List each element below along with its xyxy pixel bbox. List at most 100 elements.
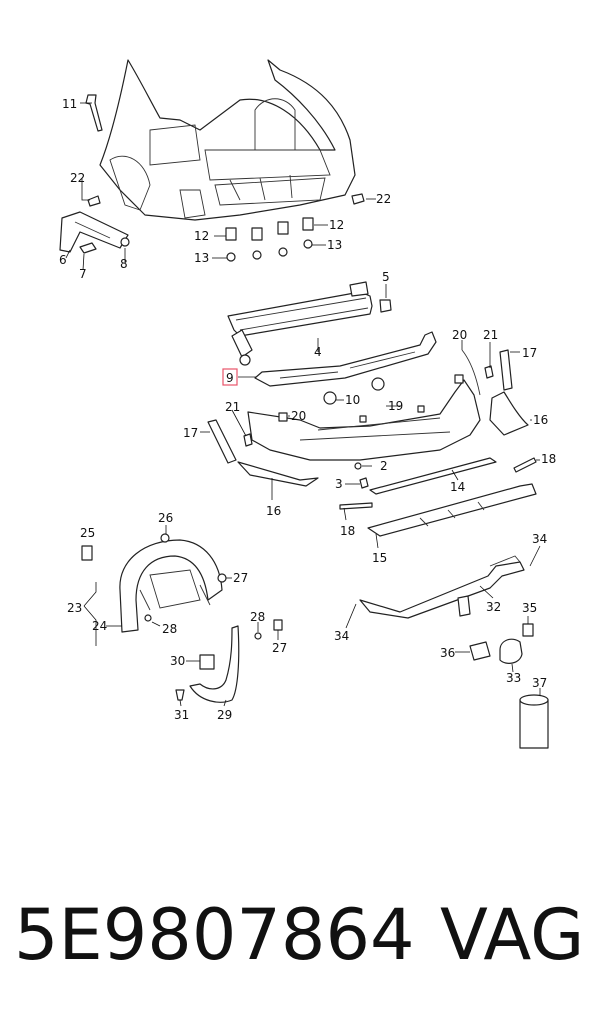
callout-21-left: 21 <box>225 400 240 414</box>
callout-24: 24 <box>92 619 107 633</box>
screw-11 <box>85 94 103 132</box>
callout-22-left: 22 <box>70 171 85 185</box>
callout-8: 8 <box>120 257 128 271</box>
label-25 <box>81 545 93 561</box>
callout-29: 29 <box>217 708 232 722</box>
callout-26: 26 <box>158 511 173 525</box>
sensor-21-left <box>243 433 253 447</box>
clips-12 <box>225 217 314 241</box>
callout-35: 35 <box>522 601 537 615</box>
callout-20-left: 20 <box>291 409 306 423</box>
callout-27-right: 27 <box>272 641 287 655</box>
callout-16-right: 16 <box>533 413 548 427</box>
clip-20-left <box>278 412 288 422</box>
trim-14 <box>369 457 497 495</box>
screw-31 <box>175 689 185 701</box>
trim-18-left <box>339 502 373 510</box>
footer-caption: 5E9807864 VAG <box>0 885 600 995</box>
callout-10: 10 <box>345 393 360 407</box>
callout-27-left: 27 <box>233 571 248 585</box>
callout-7: 7 <box>79 267 87 281</box>
clip-19b <box>417 405 425 413</box>
bumper-bracket-9 <box>254 331 437 387</box>
callout-12-right: 12 <box>329 218 344 232</box>
callout-6: 6 <box>59 253 67 267</box>
callout-2: 2 <box>380 459 388 473</box>
callout-28-left: 28 <box>162 622 177 636</box>
clip-26 <box>160 533 170 543</box>
ball-mount-36 <box>469 641 491 661</box>
bolt-5-head <box>239 354 251 366</box>
plug-35 <box>522 623 534 637</box>
callout-31: 31 <box>174 708 189 722</box>
callout-13-right: 13 <box>327 238 342 252</box>
callout-labels: 11 22 6 7 8 12 13 12 13 22 5 4 20 21 17 … <box>59 97 556 722</box>
clip-20-right <box>454 374 464 384</box>
clip-30 <box>199 654 215 670</box>
clip-8 <box>120 237 130 247</box>
clip-3 <box>359 477 369 489</box>
callout-14: 14 <box>450 480 465 494</box>
screw-28-left <box>144 614 152 622</box>
leader-lines <box>65 102 541 707</box>
callout-18-left: 18 <box>340 524 355 538</box>
callout-25: 25 <box>80 526 95 540</box>
screw-22-left <box>87 195 101 207</box>
strip-17-left <box>207 419 237 464</box>
bumper-reinforcement-4 <box>227 281 373 358</box>
bumper-cover <box>247 349 481 461</box>
callout-37: 37 <box>532 676 547 690</box>
bolt-7 <box>79 242 97 254</box>
callout-23: 23 <box>67 601 82 615</box>
callout-34-right: 34 <box>532 532 547 546</box>
callout-17-right: 17 <box>522 346 537 360</box>
towball-33 <box>499 638 523 664</box>
callout-11: 11 <box>62 97 77 111</box>
callout-17-left: 17 <box>183 426 198 440</box>
part-number: 5E9807864 <box>14 894 415 976</box>
callout-4: 4 <box>314 345 322 359</box>
clip-19 <box>359 415 367 423</box>
callout-13-left: 13 <box>194 251 209 265</box>
callout-36: 36 <box>440 646 455 660</box>
strip-17-right <box>499 349 513 391</box>
cover-16-left <box>237 461 319 487</box>
callout-15: 15 <box>372 551 387 565</box>
body-rear-section <box>99 59 356 221</box>
screw-22-right <box>351 193 365 205</box>
callout-16-left: 16 <box>266 504 281 518</box>
sensor-21-right <box>484 365 494 379</box>
callout-12-left: 12 <box>194 229 209 243</box>
screw-28-right <box>254 632 262 640</box>
towbar-32 <box>359 555 525 619</box>
trim-18-right <box>513 457 537 473</box>
callout-34-left: 34 <box>334 629 349 643</box>
callout-32: 32 <box>486 600 501 614</box>
callout-19: 19 <box>388 399 403 413</box>
callout-33: 33 <box>506 671 521 685</box>
wheel-arch-liner <box>119 539 223 633</box>
clip-27-left <box>217 573 227 583</box>
callout-21-right: 21 <box>483 328 498 342</box>
callout-9: 9 <box>226 371 234 385</box>
callout-28-right: 28 <box>250 610 265 624</box>
mudflap-29 <box>189 625 240 703</box>
parts-diagram: 11 22 6 7 8 12 13 12 13 22 5 4 20 21 17 … <box>59 59 556 749</box>
bolt-5 <box>379 299 392 313</box>
callout-5: 5 <box>382 270 390 284</box>
callout-3: 3 <box>335 477 343 491</box>
diffuser-15 <box>367 483 537 537</box>
cover-16-right <box>489 391 529 436</box>
brand-name: VAG <box>440 894 585 976</box>
nut-10b <box>371 377 385 391</box>
callout-18-right: 18 <box>541 452 556 466</box>
callout-22-right: 22 <box>376 192 391 206</box>
bracket-6 <box>59 211 129 253</box>
nut-10 <box>323 391 337 405</box>
callout-30: 30 <box>170 654 185 668</box>
nuts-13 <box>226 239 313 262</box>
highlight-box <box>222 368 238 386</box>
callout-20-right: 20 <box>452 328 467 342</box>
clip-27-right <box>273 619 283 631</box>
bolt-2 <box>354 462 362 470</box>
